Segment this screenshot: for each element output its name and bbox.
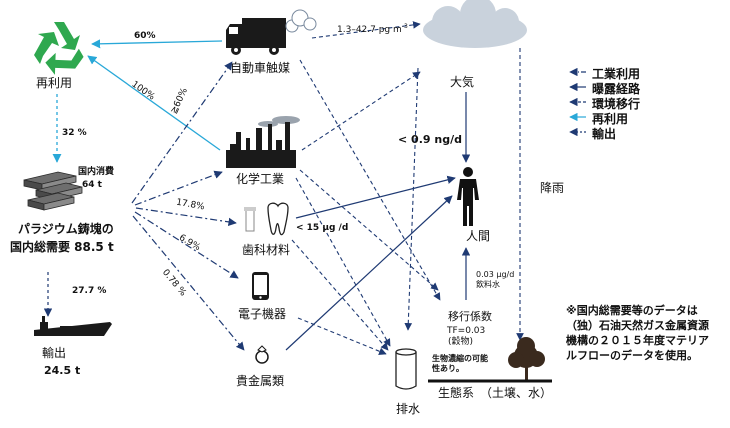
industrial-use-flows — [131, 61, 245, 351]
flow-chem-to-soil — [299, 169, 439, 291]
truck-icon — [226, 18, 286, 55]
flow-to-automobile — [131, 61, 233, 204]
flow-chem-to-water — [295, 177, 391, 347]
flow-label-export: 27.7 % — [72, 286, 107, 296]
environmental-flows — [291, 21, 524, 355]
flow-to-jewelry — [132, 215, 245, 351]
flow-dental-to-human — [295, 175, 456, 219]
exposure-flows — [285, 92, 471, 351]
transfer-coefficient-title: 移行係数 — [448, 310, 492, 323]
legend-lines — [569, 67, 586, 137]
legend-item-industrial-use: 工業利用 — [592, 67, 641, 81]
ingot-icon — [23, 171, 83, 211]
recycle-flows — [52, 39, 223, 163]
note-line1: ※国内総需要等のデータは — [566, 304, 698, 317]
ingot-title-line2: 国内総需要 88.5 t — [10, 240, 114, 254]
bioaccumulation-note-line2: 性あり。 — [432, 364, 464, 373]
tooth-icon — [244, 202, 289, 236]
flow-chem-to-air — [301, 71, 421, 151]
smartphone-icon — [252, 272, 269, 300]
flow-dental-to-water — [291, 239, 389, 351]
legend-item-recycle: 再利用 — [592, 112, 629, 126]
note-line4: ルフローのデータを使用。 — [566, 349, 698, 362]
transfer-coefficient-value: TF=0.03 — [447, 326, 486, 336]
exhaust-cloud-icon — [285, 9, 317, 33]
atmosphere-label: 大気 — [450, 75, 475, 89]
note-line2: （独）石油天然ガス金属資源 — [566, 319, 709, 332]
chemical-label: 化学工業 — [236, 172, 285, 186]
water-cup-icon — [395, 348, 417, 390]
human-figure-icon — [457, 167, 479, 226]
legend-item-environmental-transfer: 環境移行 — [592, 97, 641, 111]
flow-air-to-soil — [404, 67, 419, 331]
factory-icon — [226, 116, 300, 168]
legend-item-export: 輸出 — [592, 127, 617, 141]
air-human-flow-label: < 0.9 ng/d — [398, 133, 462, 146]
flow-auto-to-recycle — [91, 39, 223, 49]
automobile-label: 自動車触媒 — [230, 61, 291, 75]
domestic-consumption-amount: 64 t — [82, 180, 102, 190]
tree-icon — [508, 337, 545, 380]
dental-human-flow-label: < 15 μg /d — [296, 223, 349, 233]
ship-icon — [34, 316, 112, 336]
wastewater-label: 排水 — [396, 402, 421, 416]
recycle-label: 再利用 — [36, 76, 73, 90]
flow-auto-to-soil — [299, 59, 441, 301]
ingot-title-line1: パラジウム鋳塊の — [18, 222, 114, 236]
flow-label-recycle-ingot: 32 % — [62, 128, 87, 138]
flow-to-electronics — [134, 211, 239, 279]
legend-item-exposure-route: 曝露経路 — [592, 82, 641, 96]
ecosystem-label: 生態系 （土壌、水） — [438, 386, 553, 400]
flow-to-chemical — [134, 170, 223, 206]
export-amount: 24.5 t — [44, 364, 81, 377]
water-human-flow-label-line1: 0.03 μg/d — [476, 270, 515, 279]
flow-electronics-to-water — [297, 317, 387, 355]
note-line3: 機構の２０１５年度マテリア — [566, 334, 709, 347]
flow-to-dental — [135, 207, 237, 227]
flow-jewelry-to-human — [285, 195, 453, 351]
water-human-flow-label-line2: 飲料水 — [476, 280, 500, 289]
domestic-consumption-label: 国内消費 — [78, 167, 115, 177]
jewelry-label: 貴金属類 — [236, 374, 285, 388]
ring-icon — [255, 345, 269, 364]
electronics-label: 電子機器 — [238, 307, 287, 321]
dental-label: 歯科材料 — [242, 243, 291, 257]
auto-emission-label: 1.3–42.7 pg m-3 — [337, 23, 408, 35]
human-label: 人間 — [466, 229, 491, 243]
flow-label-auto-recycle: 60% — [134, 31, 156, 41]
bioaccumulation-note-line1: 生物濃縮の可能 — [432, 354, 488, 363]
cloud-icon — [423, 0, 527, 48]
flow-chem-to-recycle — [87, 55, 221, 151]
export-label: 輸出 — [42, 346, 67, 360]
rain-label: 降雨 — [540, 181, 565, 195]
recycle-icon — [34, 22, 84, 75]
transfer-coefficient-crop: (穀物) — [448, 337, 474, 347]
